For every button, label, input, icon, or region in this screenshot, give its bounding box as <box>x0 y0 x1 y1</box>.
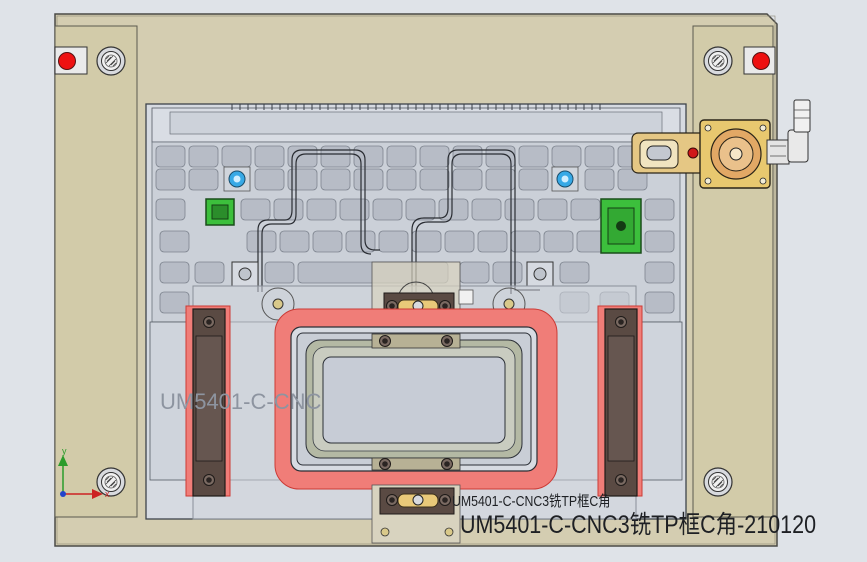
locators <box>205 166 642 287</box>
keycap <box>273 198 304 221</box>
keycap <box>279 230 310 253</box>
ghost-part-label: UM5401-C-CNC <box>160 389 322 414</box>
keycap <box>584 145 615 168</box>
screw-icon <box>703 46 733 76</box>
keycap <box>518 145 549 168</box>
keycap <box>459 261 490 284</box>
keycap <box>419 168 450 191</box>
stopper-icon <box>58 52 76 70</box>
screw-icon <box>96 46 126 76</box>
keycap <box>155 168 186 191</box>
bolt-icon <box>379 458 391 470</box>
bolt-icon <box>615 474 627 486</box>
keycap <box>477 230 508 253</box>
keycap <box>221 145 252 168</box>
air-fitting-icon <box>766 99 811 165</box>
keycap <box>644 230 675 253</box>
bolt-icon <box>203 316 215 328</box>
corner-hardware <box>54 46 776 497</box>
keycap <box>353 168 384 191</box>
keycap <box>518 168 549 191</box>
keycap <box>159 230 190 253</box>
bolt-icon <box>439 494 451 506</box>
keycap <box>159 291 190 314</box>
keycap <box>254 145 285 168</box>
keycap <box>419 145 450 168</box>
keycap <box>188 168 219 191</box>
screw-icon <box>703 467 733 497</box>
keycap <box>320 168 351 191</box>
keycap <box>559 261 590 284</box>
keycap <box>452 168 483 191</box>
bottom-clamp <box>371 484 461 544</box>
keycap <box>194 261 225 284</box>
keycap <box>444 230 475 253</box>
axis-y-label: y <box>62 446 67 456</box>
keycap <box>584 168 615 191</box>
keycap <box>543 230 574 253</box>
keycap <box>264 261 295 284</box>
air-hoses <box>257 149 540 294</box>
keycap <box>644 291 675 314</box>
keycap <box>386 168 417 191</box>
keycap <box>405 198 436 221</box>
keycap <box>306 198 337 221</box>
stopper-icon <box>752 52 770 70</box>
pusher-cylinder <box>631 119 771 189</box>
screw-icon <box>96 467 126 497</box>
keycap <box>312 230 343 253</box>
keycap <box>570 198 601 221</box>
keycap <box>378 230 409 253</box>
bolt-icon <box>441 335 453 347</box>
part-label-main: UM5401-C-CNC3铣TP框C角-210120 <box>460 511 817 539</box>
bolt-icon <box>386 494 398 506</box>
keycap <box>159 261 190 284</box>
keycap <box>492 261 523 284</box>
bolt-icon <box>441 458 453 470</box>
keycap <box>155 145 186 168</box>
keycap <box>452 145 483 168</box>
bolt-icon <box>203 474 215 486</box>
coordinate-triad-icon <box>58 455 103 499</box>
keycap <box>551 145 582 168</box>
bolt-icon <box>615 316 627 328</box>
keycap <box>386 145 417 168</box>
keycap <box>504 198 535 221</box>
keycap <box>372 198 403 221</box>
keycap <box>320 145 351 168</box>
axis-x-label: x <box>105 489 110 499</box>
keycap <box>471 198 502 221</box>
keycap <box>155 198 186 221</box>
part-label-small: UM5401-C-CNC3铣TP框C角 <box>452 493 611 510</box>
keycap <box>644 261 675 284</box>
keycap <box>537 198 568 221</box>
keycap <box>644 198 675 221</box>
keycap <box>254 168 285 191</box>
keycap <box>240 198 271 221</box>
side-clamps <box>192 308 638 497</box>
keycap <box>188 145 219 168</box>
bolt-icon <box>379 335 391 347</box>
